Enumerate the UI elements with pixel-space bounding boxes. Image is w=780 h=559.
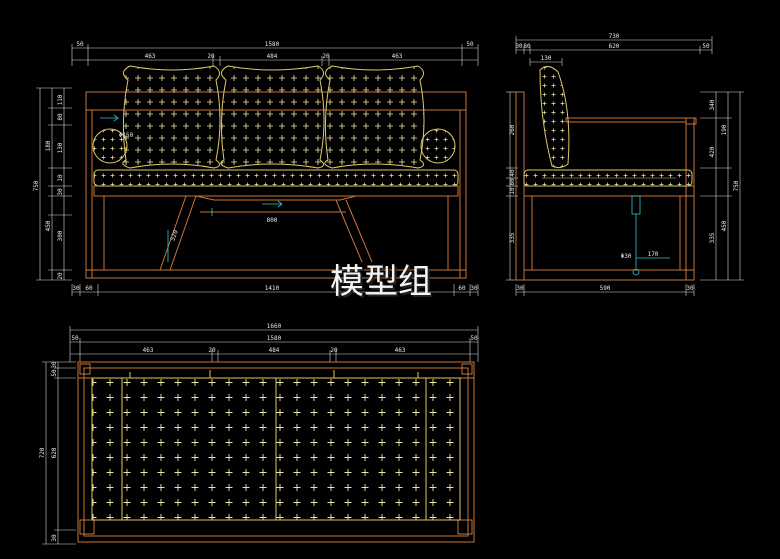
front-bdim-left-b: 60 [85, 285, 93, 292]
side-bdim-right: 30 [686, 285, 694, 292]
plan-dim-left-margin: 50 [71, 335, 79, 342]
front-bdim-right-b: 60 [458, 285, 466, 292]
front-accent-markers [100, 114, 283, 262]
side-rdim-5: 335 [709, 232, 716, 243]
front-bottom-dimensions [71, 284, 479, 296]
watermark-shadow: 模型组 [332, 264, 434, 304]
front-back-cushions [92, 65, 459, 187]
plan-dim-right-margin: 50 [470, 335, 478, 342]
front-ldim-9: 20 [57, 272, 64, 280]
side-cushions [523, 66, 693, 187]
front-dim-gap1: 20 [207, 53, 215, 60]
side-ldim-4: 335 [509, 232, 516, 243]
front-top-dimensions [71, 44, 479, 66]
front-dim-overall: 1580 [265, 41, 280, 48]
side-ldim-0: 260 [509, 124, 516, 135]
front-dim-seg2: 484 [267, 53, 278, 60]
front-dim-seg3: 463 [392, 53, 403, 60]
side-ldim-2: 80 [509, 178, 516, 186]
front-dim-seg1: 463 [145, 53, 156, 60]
plan-dim-seg3: 463 [395, 347, 406, 354]
plan-view: 1660 1580 50 50 463 20 484 20 463 30 50 … [39, 323, 479, 545]
side-right-dimension-labels: 340 190 420 750 450 335 [709, 99, 740, 243]
front-ldim-8: 300 [57, 230, 64, 241]
side-label-phi30: Φ30 [621, 253, 632, 260]
side-top-dimensions [515, 36, 713, 66]
side-right-dimensions [700, 91, 744, 281]
side-dim-left-a: 30 [515, 43, 523, 50]
front-ldim-3: 130 [57, 142, 64, 153]
plan-top-dimensions [69, 326, 479, 362]
front-label-800: 800 [267, 217, 278, 224]
plan-ldim-2: 720 [39, 447, 46, 458]
plan-dim-overall: 1660 [267, 323, 282, 330]
front-bdim-right-a: 30 [470, 285, 478, 292]
side-left-dimension-labels: 260 40 80 10 335 [509, 124, 516, 243]
front-dim-gap2: 20 [322, 53, 330, 60]
front-dim-left-margin: 50 [76, 41, 84, 48]
side-view: 730 30 80 620 50 130 260 40 80 10 335 [506, 33, 744, 296]
watermark-text: 模型组 [330, 262, 432, 302]
side-ldim-1: 40 [509, 169, 516, 177]
front-ldim-6: 30 [57, 188, 64, 196]
plan-ldim-3: 620 [51, 447, 58, 458]
plan-dim-inner: 1580 [267, 335, 282, 342]
front-ldim-7: 450 [45, 220, 52, 231]
plan-ldim-0: 30 [51, 361, 58, 369]
side-rdim-0: 340 [709, 99, 716, 110]
plan-ldim-1: 50 [51, 369, 58, 377]
side-rdim-1: 190 [721, 124, 728, 135]
side-rdim-4: 450 [721, 220, 728, 231]
front-bdim-left-a: 30 [72, 285, 80, 292]
side-dim-overall: 730 [609, 33, 620, 40]
plan-dim-gap1: 20 [208, 347, 216, 354]
front-ldim-2: 180 [45, 140, 52, 151]
side-sofa-frame [515, 91, 697, 281]
front-left-dimension-labels: 110 80 180 130 10 750 30 450 300 20 [33, 94, 64, 279]
front-label-phi150: Φ150 [119, 132, 134, 139]
side-dim-right: 50 [702, 43, 710, 50]
plan-left-dimensions [42, 361, 76, 545]
side-rdim-2: 420 [709, 146, 716, 157]
side-ldim-3: 10 [509, 187, 516, 195]
front-dim-right-margin: 50 [466, 41, 474, 48]
front-left-dimensions [36, 87, 72, 281]
side-dim-left-b: 80 [523, 43, 531, 50]
side-dim-cushion: 130 [541, 55, 552, 62]
side-rdim-3: 750 [733, 180, 740, 191]
front-label-520: 520 [169, 229, 179, 242]
front-ldim-5: 750 [33, 180, 40, 191]
side-dim-middle: 620 [609, 43, 620, 50]
front-bdim-middle: 1410 [265, 285, 280, 292]
side-bottom-dimensions [515, 284, 695, 296]
plan-dim-gap2: 20 [330, 347, 338, 354]
front-view: 1580 50 50 463 20 484 20 463 110 80 180 … [33, 41, 479, 296]
plan-left-dimension-labels: 30 50 720 620 30 [39, 361, 58, 542]
side-bdim-middle: 590 [600, 285, 611, 292]
front-ldim-1: 80 [57, 113, 64, 121]
plan-dim-seg1: 463 [143, 347, 154, 354]
side-accent-markers [631, 195, 670, 276]
front-ldim-4: 10 [57, 174, 64, 182]
side-label-170: 170 [648, 251, 659, 258]
plan-dim-seg2: 484 [269, 347, 280, 354]
front-ldim-0: 110 [57, 94, 64, 105]
side-bdim-left: 30 [516, 285, 524, 292]
plan-seat-cushions [91, 370, 461, 521]
plan-ldim-4: 30 [51, 534, 58, 542]
